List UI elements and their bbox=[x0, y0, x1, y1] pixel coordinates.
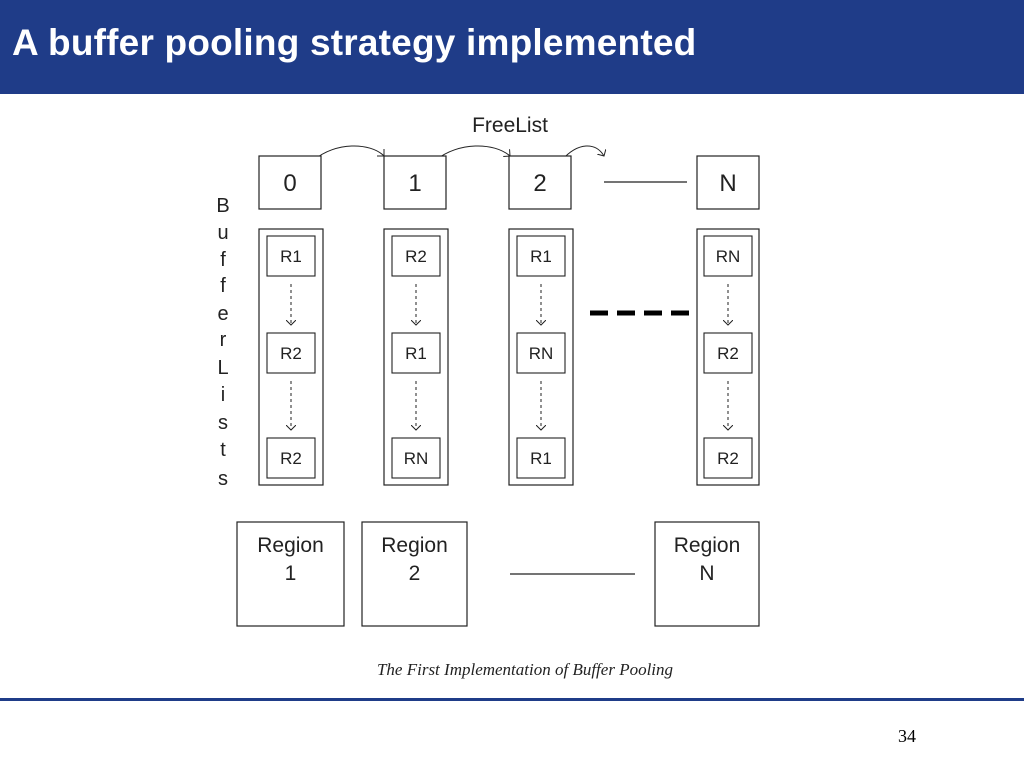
footer-divider bbox=[0, 698, 1024, 701]
side-label-letter: f bbox=[220, 275, 226, 297]
buffer-cell-box bbox=[703, 437, 753, 479]
side-label-letter: i bbox=[221, 384, 225, 406]
buffer-cell-label: R2 bbox=[280, 449, 302, 468]
buffer-list-frame bbox=[258, 228, 324, 486]
freelist-slot: N bbox=[696, 155, 760, 210]
side-label-letter: t bbox=[220, 439, 226, 461]
buffer-cell-box bbox=[266, 332, 316, 374]
freelist-slot-box bbox=[696, 155, 760, 210]
region-title: Region bbox=[381, 534, 448, 557]
buffer-cell-box bbox=[516, 437, 566, 479]
buffer-cell-box bbox=[516, 235, 566, 277]
buffer-list-frame bbox=[383, 228, 449, 486]
side-label-letter: e bbox=[217, 303, 228, 325]
side-label-letter: f bbox=[220, 249, 226, 271]
side-label-letter: s bbox=[218, 468, 228, 490]
region-index: 2 bbox=[409, 562, 421, 585]
side-label-letter: s bbox=[218, 412, 228, 434]
title-bar: A buffer pooling strategy implemented bbox=[0, 0, 1024, 94]
freelist-slots: 0 1 2 N bbox=[258, 155, 760, 210]
buffer-cell-label: RN bbox=[716, 247, 741, 266]
freelist-label: FreeList bbox=[472, 114, 548, 137]
buffer-cell-box bbox=[266, 235, 316, 277]
side-label-letter: u bbox=[217, 222, 228, 244]
freelist-slot-box bbox=[508, 155, 572, 210]
buffer-cell-label: R1 bbox=[530, 449, 552, 468]
buffer-cell-box bbox=[391, 437, 441, 479]
buffer-cell-label: R1 bbox=[280, 247, 302, 266]
slide-title: A buffer pooling strategy implemented bbox=[12, 22, 697, 63]
buffer-list-frame bbox=[696, 228, 760, 486]
region-title: Region bbox=[674, 534, 741, 557]
region-box: Region 2 bbox=[361, 521, 468, 627]
freelist-link-arrow bbox=[435, 145, 510, 161]
buffer-cell-box bbox=[391, 235, 441, 277]
buffer-cell-box bbox=[516, 332, 566, 374]
buffer-cell-label: R1 bbox=[405, 344, 427, 363]
buffer-cell-box bbox=[703, 235, 753, 277]
buffer-cell-label: RN bbox=[404, 449, 429, 468]
region-index: 1 bbox=[285, 562, 297, 585]
buffer-cell-box bbox=[703, 332, 753, 374]
region-box: Region 1 bbox=[236, 521, 345, 627]
buffer-cell-label: RN bbox=[529, 344, 554, 363]
region-title: Region bbox=[257, 534, 324, 557]
freelist-slot-label: N bbox=[719, 170, 736, 197]
page-number: 34 bbox=[898, 726, 916, 746]
freelist-slot-box bbox=[383, 155, 447, 210]
region-frame bbox=[654, 521, 760, 627]
side-label-letter: B bbox=[216, 195, 229, 217]
buffer-cell-box bbox=[266, 437, 316, 479]
freelist-slot-label: 1 bbox=[408, 170, 421, 197]
buffer-cell-label: R1 bbox=[530, 247, 552, 266]
freelist-link-arrow bbox=[313, 145, 384, 161]
freelist-slot-box bbox=[258, 155, 322, 210]
region-index: N bbox=[699, 562, 714, 585]
freelist-slot: 1 bbox=[383, 155, 447, 210]
side-label-letter: L bbox=[217, 357, 228, 379]
buffer-list-frame bbox=[508, 228, 574, 486]
freelist-slot-label: 0 bbox=[283, 170, 296, 197]
buffer-cell-label: R2 bbox=[717, 344, 739, 363]
buffer-cell-label: R2 bbox=[280, 344, 302, 363]
region-frame bbox=[236, 521, 345, 627]
diagram-caption: The First Implementation of Buffer Pooli… bbox=[377, 660, 673, 679]
region-frame bbox=[361, 521, 468, 627]
freelist-slot: 0 bbox=[258, 155, 322, 210]
buffer-cell-label: R2 bbox=[405, 247, 427, 266]
freelist-slot: 2 bbox=[508, 155, 572, 210]
freelist-slot-label: 2 bbox=[533, 170, 546, 197]
buffer-cell-label: R2 bbox=[717, 449, 739, 468]
side-label-letter: r bbox=[220, 329, 227, 351]
buffer-cell-box bbox=[391, 332, 441, 374]
